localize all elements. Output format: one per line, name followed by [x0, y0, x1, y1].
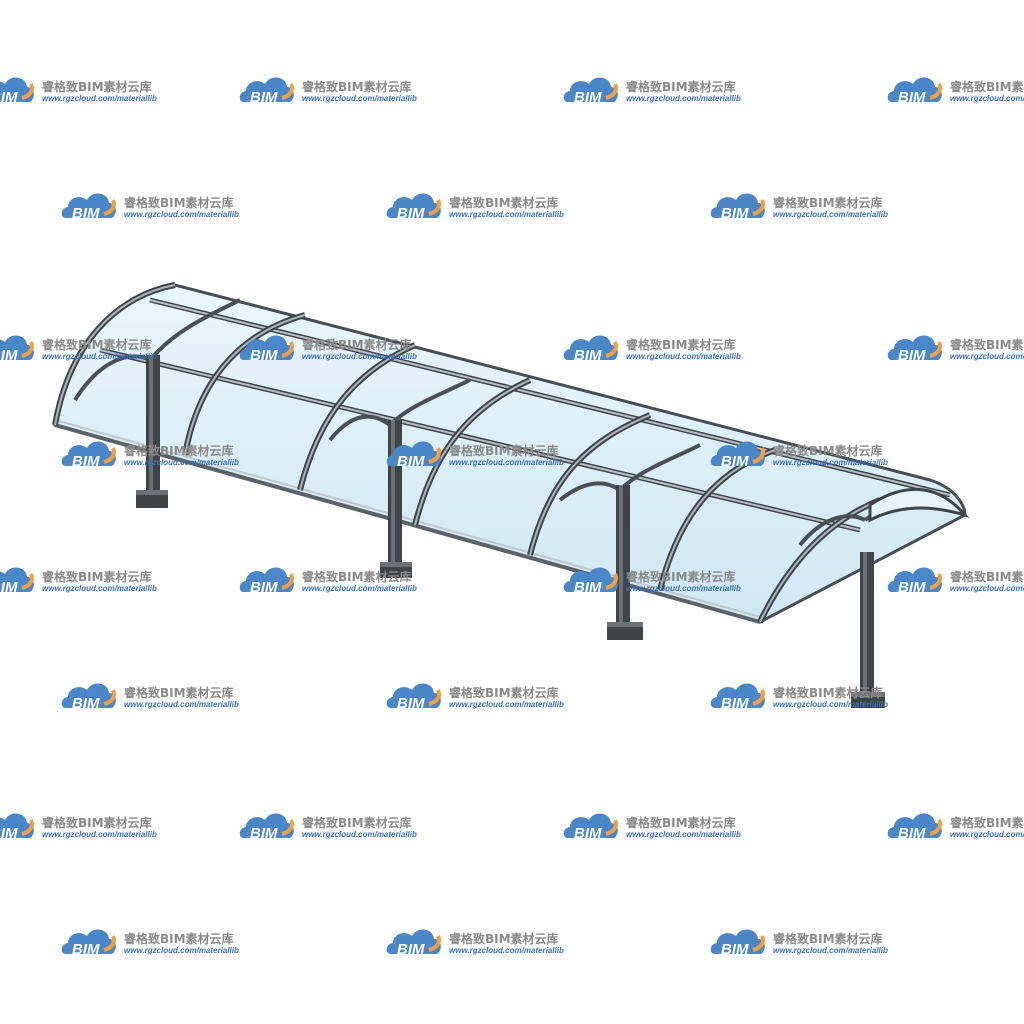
front-edge-beam-highlight: [54, 419, 761, 618]
post-4: [851, 552, 885, 708]
post-1: [136, 355, 168, 508]
ridge-beam-top-light: [149, 299, 951, 496]
post-3: [607, 485, 643, 640]
support-braces: [73, 298, 961, 547]
end-cap-right: [868, 487, 970, 523]
front-edge-beam: [54, 423, 761, 624]
glass-roof-panel: [53, 283, 967, 624]
mid-beam-light: [99, 349, 861, 531]
arched-ribs: [52, 282, 882, 624]
